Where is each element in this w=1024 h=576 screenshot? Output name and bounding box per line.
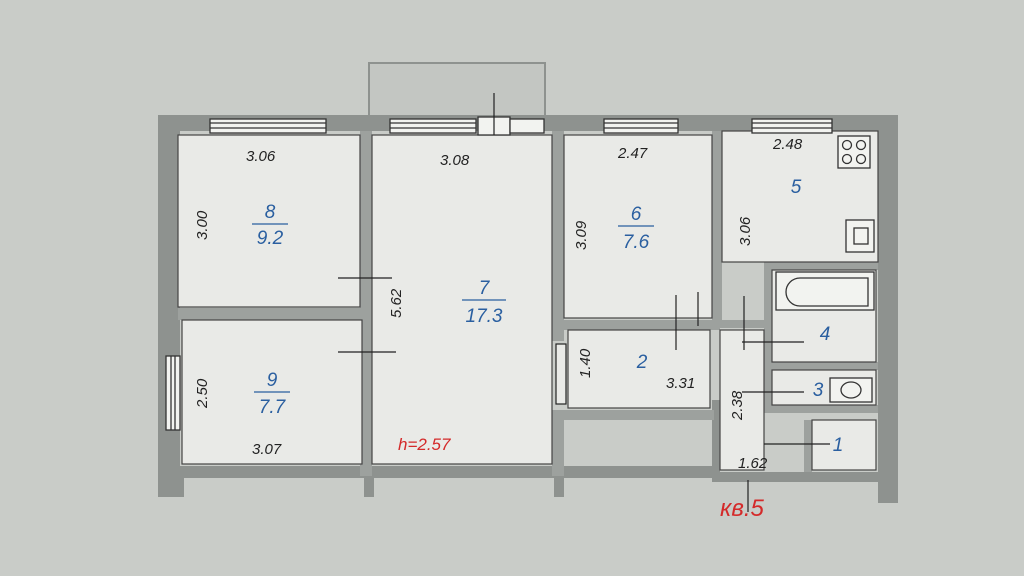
window-room-7b (509, 118, 545, 134)
room-floors (177, 130, 879, 471)
room-label-6: 6 7.6 (618, 204, 654, 253)
room-1-floor (811, 419, 877, 471)
room-label-8: 8 9.2 (252, 202, 288, 249)
kitchen-sink-icon (845, 219, 875, 253)
room-label-3: 3 (813, 380, 824, 401)
dim-corridor-height: 2.38 (729, 390, 746, 421)
room-label-7: 7 17.3 (462, 278, 506, 327)
room-label-1: 1 (833, 435, 844, 456)
windows (165, 116, 833, 431)
room-label-9: 9 7.7 (254, 370, 290, 418)
dim-room2-height: 1.40 (577, 348, 594, 378)
window-room-9 (165, 355, 181, 431)
window-room-7 (389, 118, 477, 134)
window-room-6 (603, 118, 679, 134)
window-room-5 (751, 118, 833, 134)
dim-room9-height: 2.50 (194, 378, 211, 409)
balcony (368, 62, 546, 120)
dim-room9-width: 3.07 (252, 441, 282, 458)
dim-room6-width: 2.47 (617, 145, 648, 162)
room-area: 17.3 (466, 306, 503, 327)
room-number: 6 (631, 204, 642, 225)
dim-room5-height: 3.06 (737, 216, 754, 246)
room-area: 7.7 (259, 397, 287, 418)
dim-room7-height: 5.62 (388, 288, 405, 318)
room-number: 9 (267, 370, 278, 391)
dim-room8-width: 3.06 (246, 148, 276, 165)
bathtub-icon (775, 271, 875, 311)
room-label-4: 4 (820, 324, 831, 345)
dim-room6-height: 3.09 (573, 220, 590, 250)
room-number: 8 (265, 202, 276, 223)
apartment-label: кв.5 (720, 495, 765, 522)
dim-room7-width: 3.08 (440, 152, 470, 169)
room-label-2: 2 (636, 352, 648, 373)
room-8-floor (177, 134, 361, 308)
room-label-5: 5 (791, 177, 802, 198)
dim-room2-width: 3.31 (666, 375, 695, 392)
room-2-floor (567, 329, 711, 409)
dim-room5-width: 2.48 (772, 136, 803, 153)
interior-walls (178, 131, 878, 476)
room-area: 7.6 (623, 232, 650, 253)
dim-corridor-width: 1.62 (738, 455, 768, 472)
kitchen-stove-icon (837, 135, 871, 169)
room-area: 9.2 (257, 228, 284, 249)
room-number: 7 (479, 278, 491, 299)
toilet-icon (829, 377, 873, 403)
door-marks (338, 93, 830, 512)
corridor-floor (719, 329, 765, 471)
ceiling-height-label: h=2.57 (398, 435, 451, 454)
window-room-8 (209, 118, 327, 134)
dim-room8-height: 3.00 (194, 210, 211, 240)
